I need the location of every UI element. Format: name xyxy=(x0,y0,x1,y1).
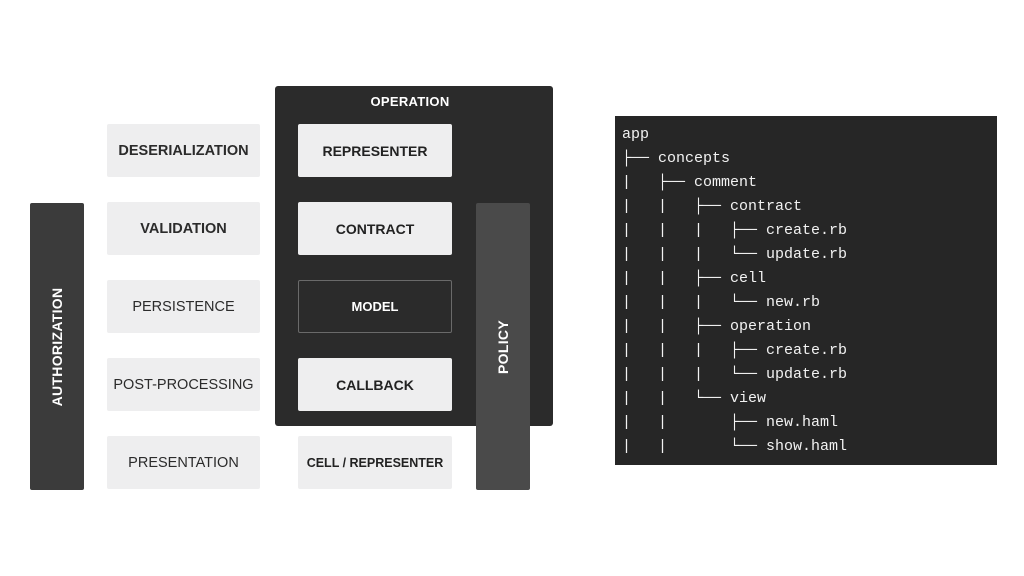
tree-line-cell: | | ├── cell xyxy=(622,270,767,287)
deserialization-box: DESERIALIZATION xyxy=(107,124,260,177)
tree-line-concepts: ├── concepts xyxy=(622,150,731,167)
tree-line-view-show: | | └── show.haml xyxy=(622,438,848,455)
policy-bar: POLICY xyxy=(476,203,530,490)
tree-line-operation-create: | | | ├── create.rb xyxy=(622,342,848,359)
presentation-box: PRESENTATION xyxy=(107,436,260,489)
tree-line-contract-update: | | | └── update.rb xyxy=(622,246,848,263)
tree-line-operation: | | ├── operation xyxy=(622,318,812,335)
deserialization-label: DESERIALIZATION xyxy=(118,142,249,159)
representer-box: REPRESENTER xyxy=(298,124,452,177)
tree-line-comment: | ├── comment xyxy=(622,174,758,191)
callback-box: CALLBACK xyxy=(298,358,452,411)
validation-box: VALIDATION xyxy=(107,202,260,255)
presentation-label: PRESENTATION xyxy=(128,454,239,471)
tree-line-contract: | | ├── contract xyxy=(622,198,803,215)
persistence-box: PERSISTENCE xyxy=(107,280,260,333)
model-label: MODEL xyxy=(351,299,399,314)
cell-representer-box: CELL / REPRESENTER xyxy=(298,436,452,489)
callback-label: CALLBACK xyxy=(336,376,414,393)
contract-label: CONTRACT xyxy=(335,220,415,237)
operation-title: OPERATION xyxy=(370,94,450,109)
tree-line-view: | | └── view xyxy=(622,390,767,407)
tree-line-operation-update: | | | └── update.rb xyxy=(622,366,848,383)
tree-line-app: app xyxy=(622,126,650,143)
model-box: MODEL xyxy=(298,280,452,333)
authorization-bar: AUTHORIZATION xyxy=(30,203,84,490)
contract-box: CONTRACT xyxy=(298,202,452,255)
post-processing-label: POST-PROCESSING xyxy=(113,376,254,393)
representer-label: REPRESENTER xyxy=(322,142,428,159)
persistence-label: PERSISTENCE xyxy=(132,298,235,315)
validation-label: VALIDATION xyxy=(140,220,227,237)
tree-line-cell-new: | | | └── new.rb xyxy=(622,294,821,311)
policy-label: POLICY xyxy=(495,319,511,374)
file-tree-panel: app ├── concepts | ├── comment | | ├── c… xyxy=(615,116,997,465)
authorization-label: AUTHORIZATION xyxy=(49,287,65,406)
post-processing-box: POST-PROCESSING xyxy=(107,358,260,411)
tree-line-view-new: | | ├── new.haml xyxy=(622,414,839,431)
cell-representer-label: CELL / REPRESENTER xyxy=(306,455,444,470)
tree-line-contract-create: | | | ├── create.rb xyxy=(622,222,848,239)
